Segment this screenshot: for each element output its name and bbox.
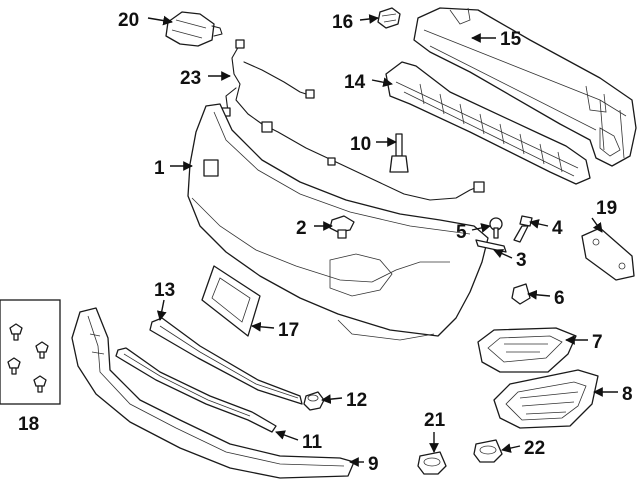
energy-absorber xyxy=(385,61,591,185)
parking-sensor-22 xyxy=(473,439,503,463)
callout-11: 11 xyxy=(302,432,323,453)
fastener-kit xyxy=(0,299,61,405)
callout-5: 5 xyxy=(456,222,467,243)
fastener-screw-2 xyxy=(35,341,49,359)
callout-12: 12 xyxy=(346,390,367,411)
upper-valance xyxy=(149,317,303,405)
callout-labels: 20 16 15 23 14 10 1 2 5 4 3 19 6 7 8 17 … xyxy=(18,10,633,475)
callout-13: 13 xyxy=(154,280,175,301)
callout-20: 20 xyxy=(118,10,139,31)
callout-19: 19 xyxy=(596,198,617,219)
fog-lamp-grille xyxy=(493,369,599,429)
arrow-11 xyxy=(275,430,299,441)
fastener-screw-4 xyxy=(33,375,47,393)
bulb-socket xyxy=(303,391,325,411)
trim-strip xyxy=(475,239,507,253)
arrow-3 xyxy=(493,249,513,259)
wiring-harness xyxy=(221,39,485,201)
lower-trim xyxy=(115,347,277,433)
arrow-22 xyxy=(501,443,521,453)
callout-15: 15 xyxy=(500,29,522,50)
arrow-14 xyxy=(371,77,393,88)
callout-16: 16 xyxy=(332,12,353,33)
push-clip xyxy=(377,7,401,29)
arrow-17 xyxy=(251,321,275,332)
arrow-20 xyxy=(147,15,173,26)
bolt xyxy=(513,215,533,243)
callout-8: 8 xyxy=(622,384,633,405)
control-module xyxy=(165,11,223,47)
screw xyxy=(489,217,503,239)
callout-18: 18 xyxy=(18,414,39,435)
callout-4: 4 xyxy=(552,218,563,239)
leader-arrows xyxy=(147,14,618,467)
callout-10: 10 xyxy=(350,134,371,155)
callout-22: 22 xyxy=(524,438,545,459)
arrow-4 xyxy=(529,219,549,229)
arrow-19 xyxy=(591,217,603,233)
callout-3: 3 xyxy=(516,250,527,271)
mounting-bolt xyxy=(389,133,409,173)
fastener-screw-1 xyxy=(9,323,23,341)
callout-17: 17 xyxy=(278,320,299,341)
mounting-plate xyxy=(581,227,635,281)
arrow-5 xyxy=(471,223,491,233)
callout-9: 9 xyxy=(368,454,379,475)
fog-lamp-bezel xyxy=(477,327,577,373)
callout-14: 14 xyxy=(344,72,366,93)
license-plate-bracket xyxy=(201,265,261,337)
callout-23: 23 xyxy=(180,68,201,89)
callout-21: 21 xyxy=(424,410,446,431)
arrow-16 xyxy=(359,14,379,24)
arrow-12 xyxy=(321,394,343,404)
callout-7: 7 xyxy=(592,332,603,353)
arrow-13 xyxy=(156,299,167,321)
parking-sensor-21 xyxy=(417,451,447,475)
callout-1: 1 xyxy=(154,158,165,179)
callout-6: 6 xyxy=(554,288,565,309)
fastener-screw-3 xyxy=(7,357,21,375)
arrow-6 xyxy=(527,289,551,300)
bracket xyxy=(511,283,531,305)
bumper-reinforcement-beam xyxy=(413,7,637,167)
callout-2: 2 xyxy=(296,218,307,239)
